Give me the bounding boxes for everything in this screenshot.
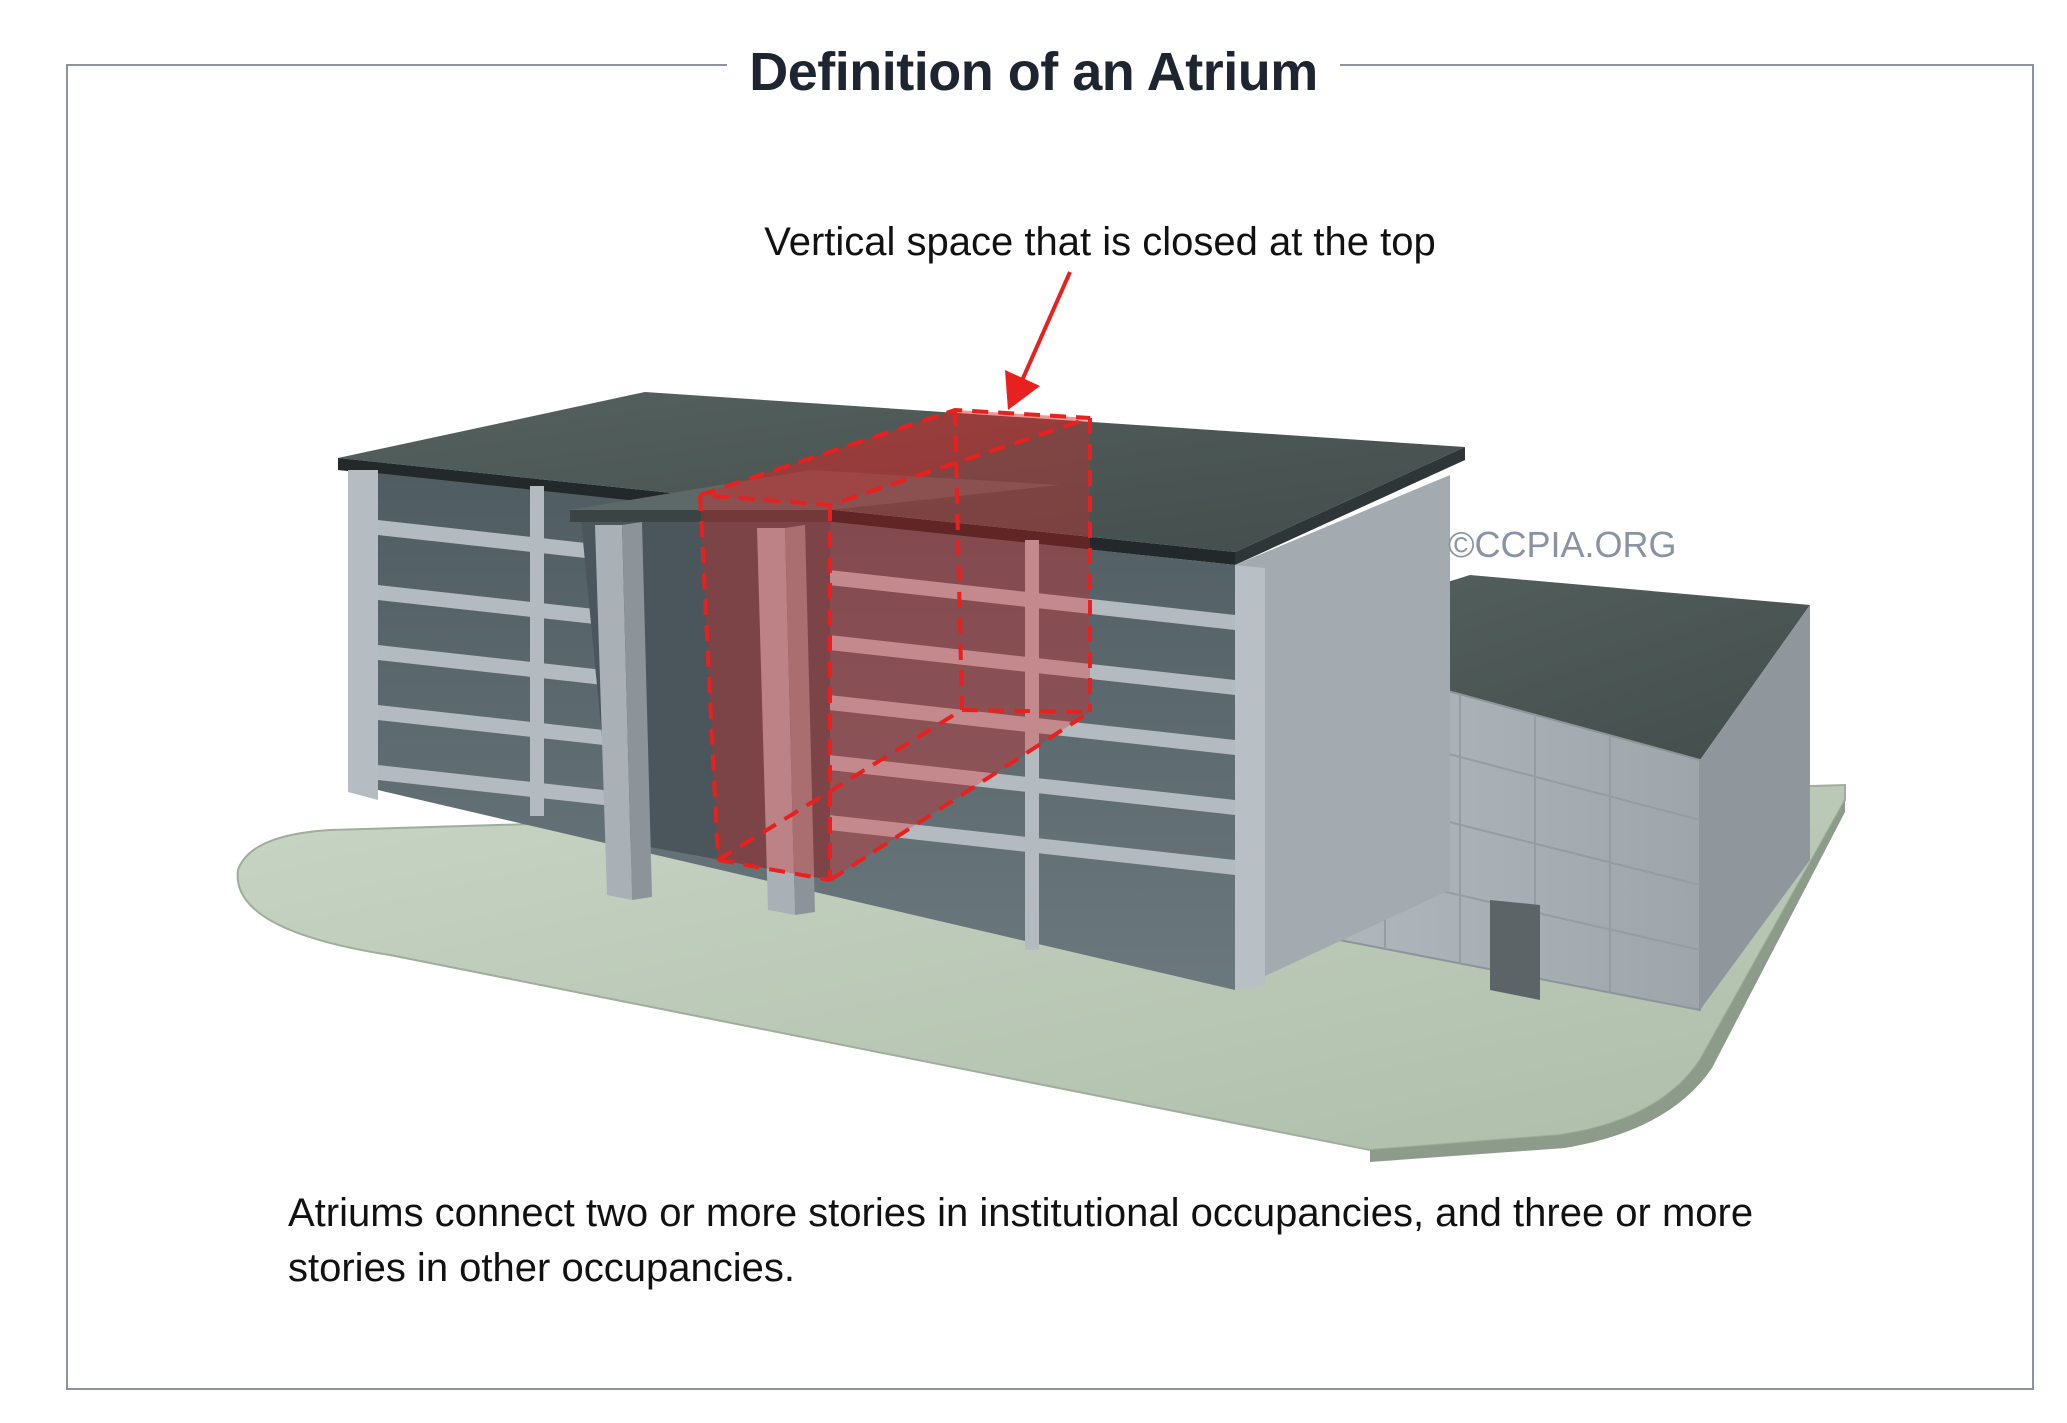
atrium-highlight [698, 407, 1092, 882]
caption-text: Atriums connect two or more stories in i… [288, 1191, 1754, 1290]
callout-arrow [1005, 271, 1072, 410]
callout-label: Vertical space that is closed at the top [764, 220, 1436, 264]
main-building [338, 392, 1465, 990]
copyright-watermark: ©CCPIA.ORG [1448, 524, 1677, 565]
